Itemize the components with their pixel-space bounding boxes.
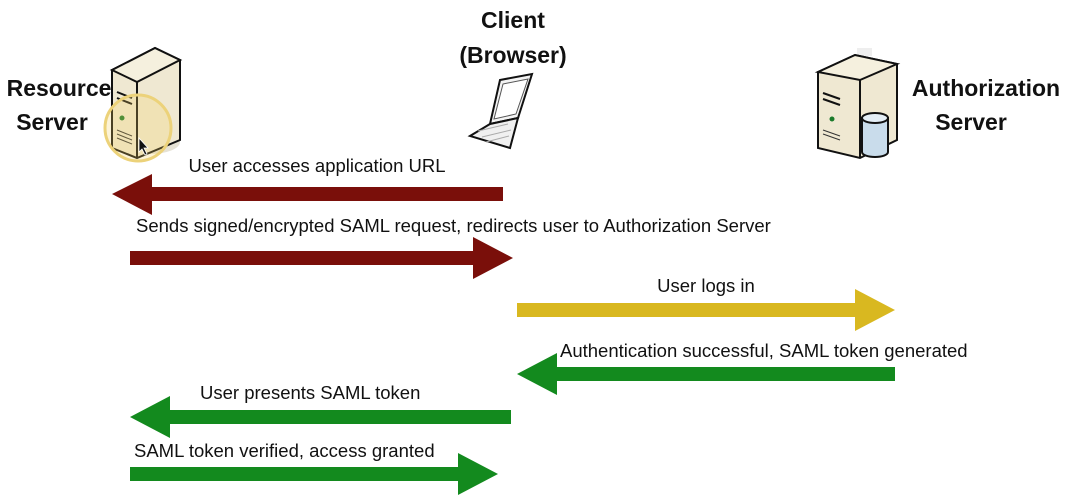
arrow-step-1 bbox=[112, 174, 503, 215]
step-4-label: Authentication successful, SAML token ge… bbox=[560, 340, 968, 361]
arrow-step-6 bbox=[130, 453, 498, 495]
cursor-icon bbox=[138, 136, 149, 156]
arrow-step-2 bbox=[130, 237, 513, 279]
arrow-step-5 bbox=[130, 396, 511, 438]
step-6-label: SAML token verified, access granted bbox=[134, 440, 435, 461]
step-2-label: Sends signed/encrypted SAML request, red… bbox=[136, 215, 771, 236]
resource-title: Resource bbox=[7, 75, 112, 101]
step-3-label: User logs in bbox=[657, 275, 755, 296]
resource-subtitle: Server bbox=[16, 109, 88, 135]
arrow-step-3 bbox=[517, 289, 895, 331]
client-subtitle: (Browser) bbox=[459, 42, 566, 68]
step-1-label: User accesses application URL bbox=[188, 155, 445, 176]
step-5-label: User presents SAML token bbox=[200, 382, 420, 403]
authorization-subtitle: Server bbox=[935, 109, 1007, 135]
server-database-icon bbox=[814, 48, 901, 160]
authorization-title: Authorization bbox=[912, 75, 1060, 101]
server-icon bbox=[103, 46, 183, 163]
client-title: Client bbox=[481, 7, 545, 33]
laptop-icon bbox=[467, 72, 534, 150]
arrow-step-4 bbox=[517, 353, 895, 395]
